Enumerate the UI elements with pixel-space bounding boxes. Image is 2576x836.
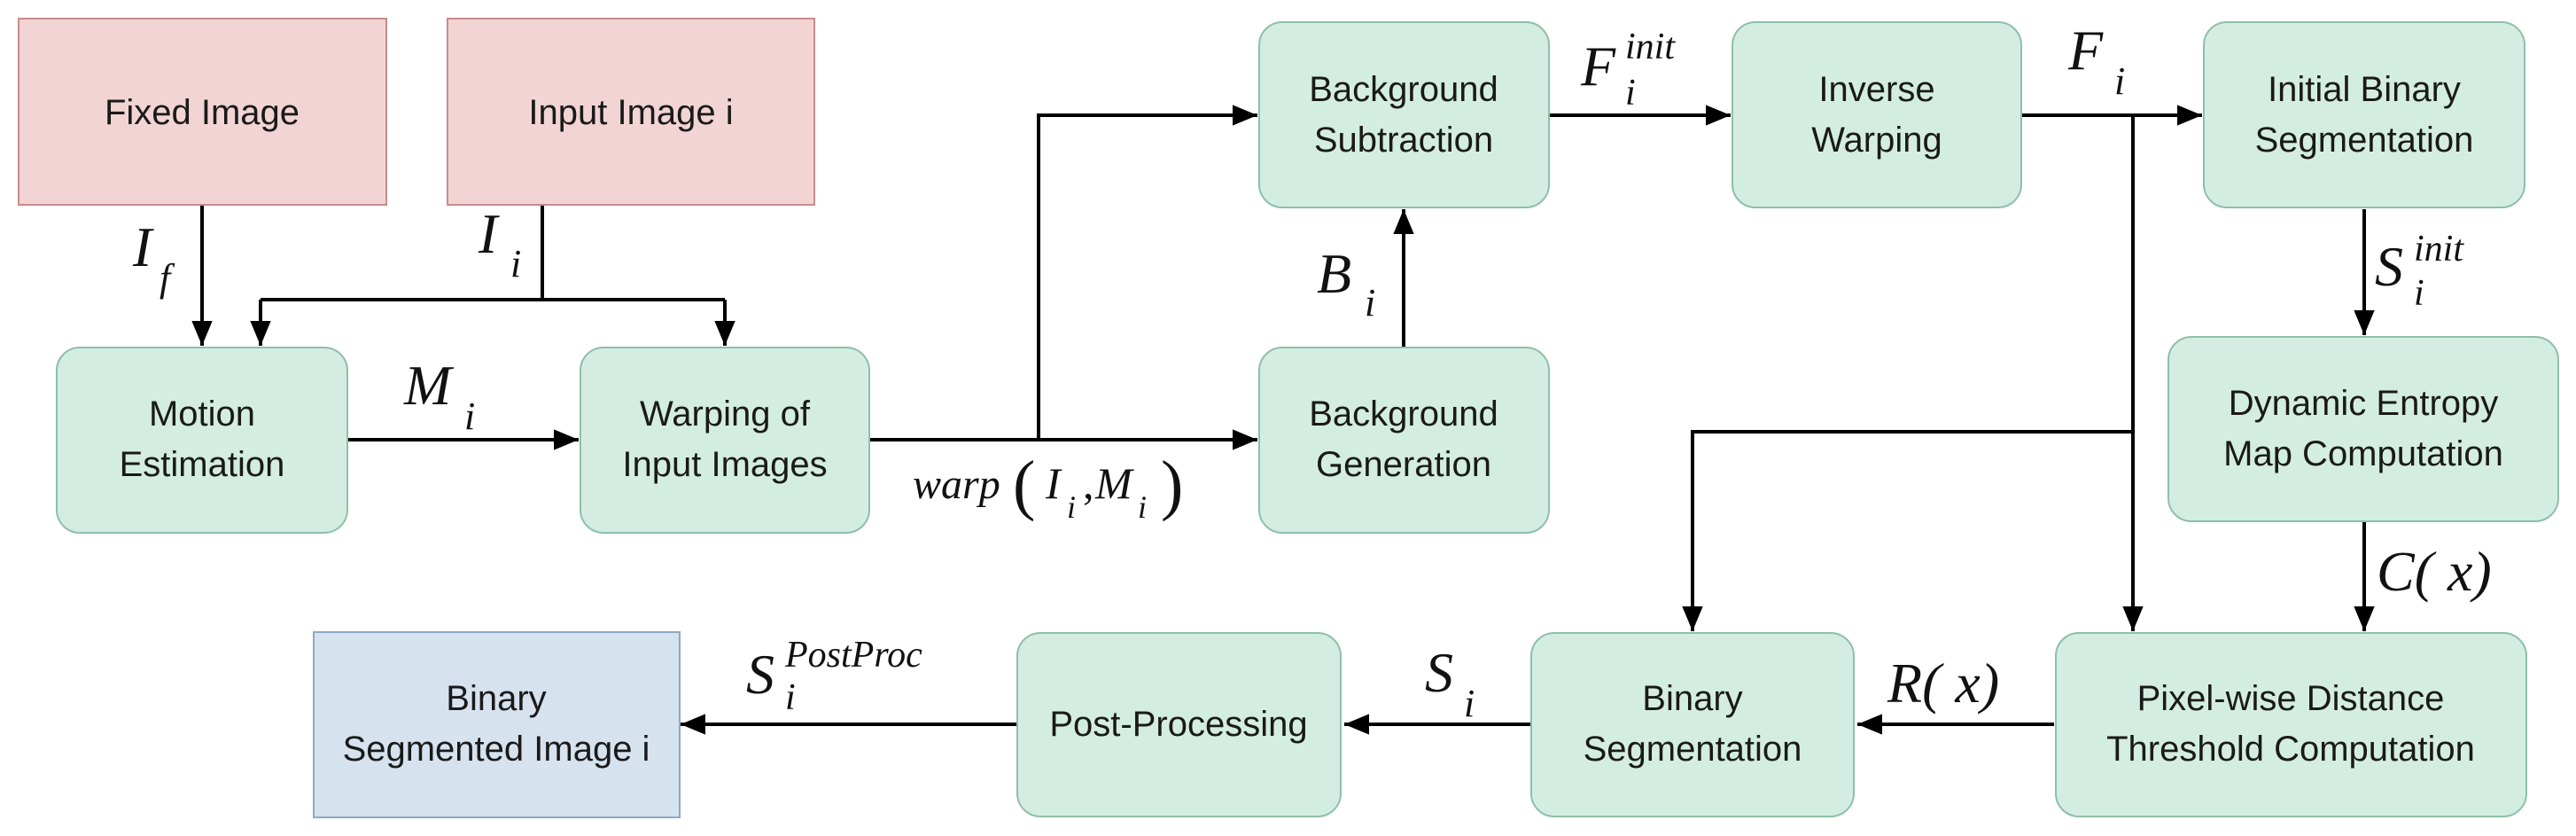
svg-text:S: S [1425, 641, 1453, 704]
label-F-i: F i [2067, 19, 2125, 103]
background-subtraction-box: Background Subtraction [1258, 21, 1550, 208]
svg-text:R( x): R( x) [1887, 652, 1999, 715]
post-processing-label: Post-Processing [1049, 705, 1307, 744]
background-generation-box: Background Generation [1258, 347, 1550, 534]
warping-label-1: Warping of [640, 395, 811, 434]
bg-generation-label-2: Generation [1316, 445, 1491, 484]
label-S-init: S init i [2375, 229, 2464, 314]
svg-text:I: I [1045, 458, 1062, 508]
initial-segmentation-box: Initial Binary Segmentation [2203, 21, 2525, 208]
svg-text:M: M [1094, 458, 1134, 508]
binary-segmentation-box: Binary Segmentation [1530, 632, 1855, 817]
output-image-label-2: Segmented Image i [343, 730, 650, 769]
svg-text:i: i [1365, 281, 1375, 324]
binary-segmentation-label-1: Binary [1642, 679, 1742, 718]
svg-text:): ) [1161, 448, 1183, 522]
motion-estimation-label-2: Estimation [120, 445, 285, 484]
svg-text:i: i [1138, 489, 1147, 525]
dynamic-entropy-label-2: Map Computation [2223, 434, 2503, 473]
bg-subtraction-label-2: Subtraction [1314, 121, 1493, 160]
inverse-warping-label-1: Inverse [1818, 70, 1934, 109]
bg-generation-label-1: Background [1309, 395, 1498, 434]
label-S-postproc: S PostProc i [746, 635, 922, 718]
svg-text:i: i [785, 677, 796, 718]
pixel-threshold-label-2: Threshold Computation [2106, 730, 2475, 769]
label-I-f: I f [132, 215, 175, 300]
label-S-i: S i [1425, 641, 1475, 725]
dynamic-entropy-box: Dynamic Entropy Map Computation [2167, 336, 2559, 522]
svg-text:PostProc: PostProc [784, 635, 922, 676]
pixel-threshold-label-1: Pixel-wise Distance [2137, 679, 2445, 718]
svg-text:warp: warp [913, 461, 1000, 508]
label-M-i: M i [403, 354, 475, 438]
svg-text:S: S [2375, 235, 2403, 298]
motion-estimation-box: Motion Estimation [56, 347, 348, 534]
svg-text:init: init [2414, 229, 2464, 270]
fixed-image-box: Fixed Image [18, 18, 387, 206]
svg-text:f: f [160, 256, 175, 300]
svg-text:C( x): C( x) [2377, 540, 2492, 603]
svg-text:,: , [1083, 458, 1094, 508]
svg-text:init: init [1625, 27, 1676, 67]
warping-box: Warping of Input Images [580, 347, 870, 534]
svg-text:F: F [2067, 19, 2104, 82]
binary-segmentation-label-2: Segmentation [1584, 730, 1802, 769]
fixed-image-label: Fixed Image [105, 93, 300, 132]
label-F-init: F init i [1580, 27, 1676, 113]
dynamic-entropy-label-1: Dynamic Entropy [2229, 384, 2499, 423]
label-I-i: I i [478, 202, 521, 285]
svg-text:i: i [2114, 59, 2125, 103]
label-C-x: C( x) [2377, 540, 2492, 603]
svg-text:i: i [1464, 682, 1475, 725]
initial-segmentation-label-1: Initial Binary [2268, 70, 2461, 109]
output-image-box: Binary Segmented Image i [313, 631, 681, 818]
arrow-warping-to-bgsub [1037, 105, 1257, 440]
svg-text:i: i [1625, 73, 1636, 113]
svg-text:F: F [1580, 35, 1616, 98]
inverse-warping-box: Inverse Warping [1732, 21, 2022, 208]
svg-text:I: I [478, 202, 500, 265]
label-warp: warp ( I i , M i ) [913, 448, 1183, 525]
connectors [191, 105, 2375, 735]
svg-text:M: M [403, 354, 455, 417]
svg-text:B: B [1317, 242, 1351, 305]
initial-segmentation-label-2: Segmentation [2255, 121, 2474, 160]
svg-text:S: S [746, 643, 774, 706]
post-processing-box: Post-Processing [1016, 632, 1342, 817]
svg-text:(: ( [1013, 448, 1035, 522]
bg-subtraction-label-1: Background [1309, 70, 1498, 109]
inverse-warping-label-2: Warping [1811, 121, 1942, 160]
svg-text:i: i [1067, 489, 1076, 525]
label-R-x: R( x) [1887, 652, 1999, 715]
svg-text:I: I [132, 215, 154, 278]
output-image-label-1: Binary [446, 679, 546, 718]
arrow-fi-to-binaryseg [1682, 430, 2133, 631]
input-image-label: Input Image i [528, 93, 733, 132]
pixel-threshold-box: Pixel-wise Distance Threshold Computatio… [2055, 632, 2527, 817]
svg-text:i: i [2414, 273, 2424, 314]
svg-text:i: i [464, 395, 475, 438]
svg-text:i: i [510, 242, 521, 285]
label-B-i: B i [1317, 242, 1375, 324]
input-image-box: Input Image i [447, 18, 815, 206]
warping-label-2: Input Images [622, 445, 827, 484]
motion-estimation-label-1: Motion [149, 395, 255, 434]
